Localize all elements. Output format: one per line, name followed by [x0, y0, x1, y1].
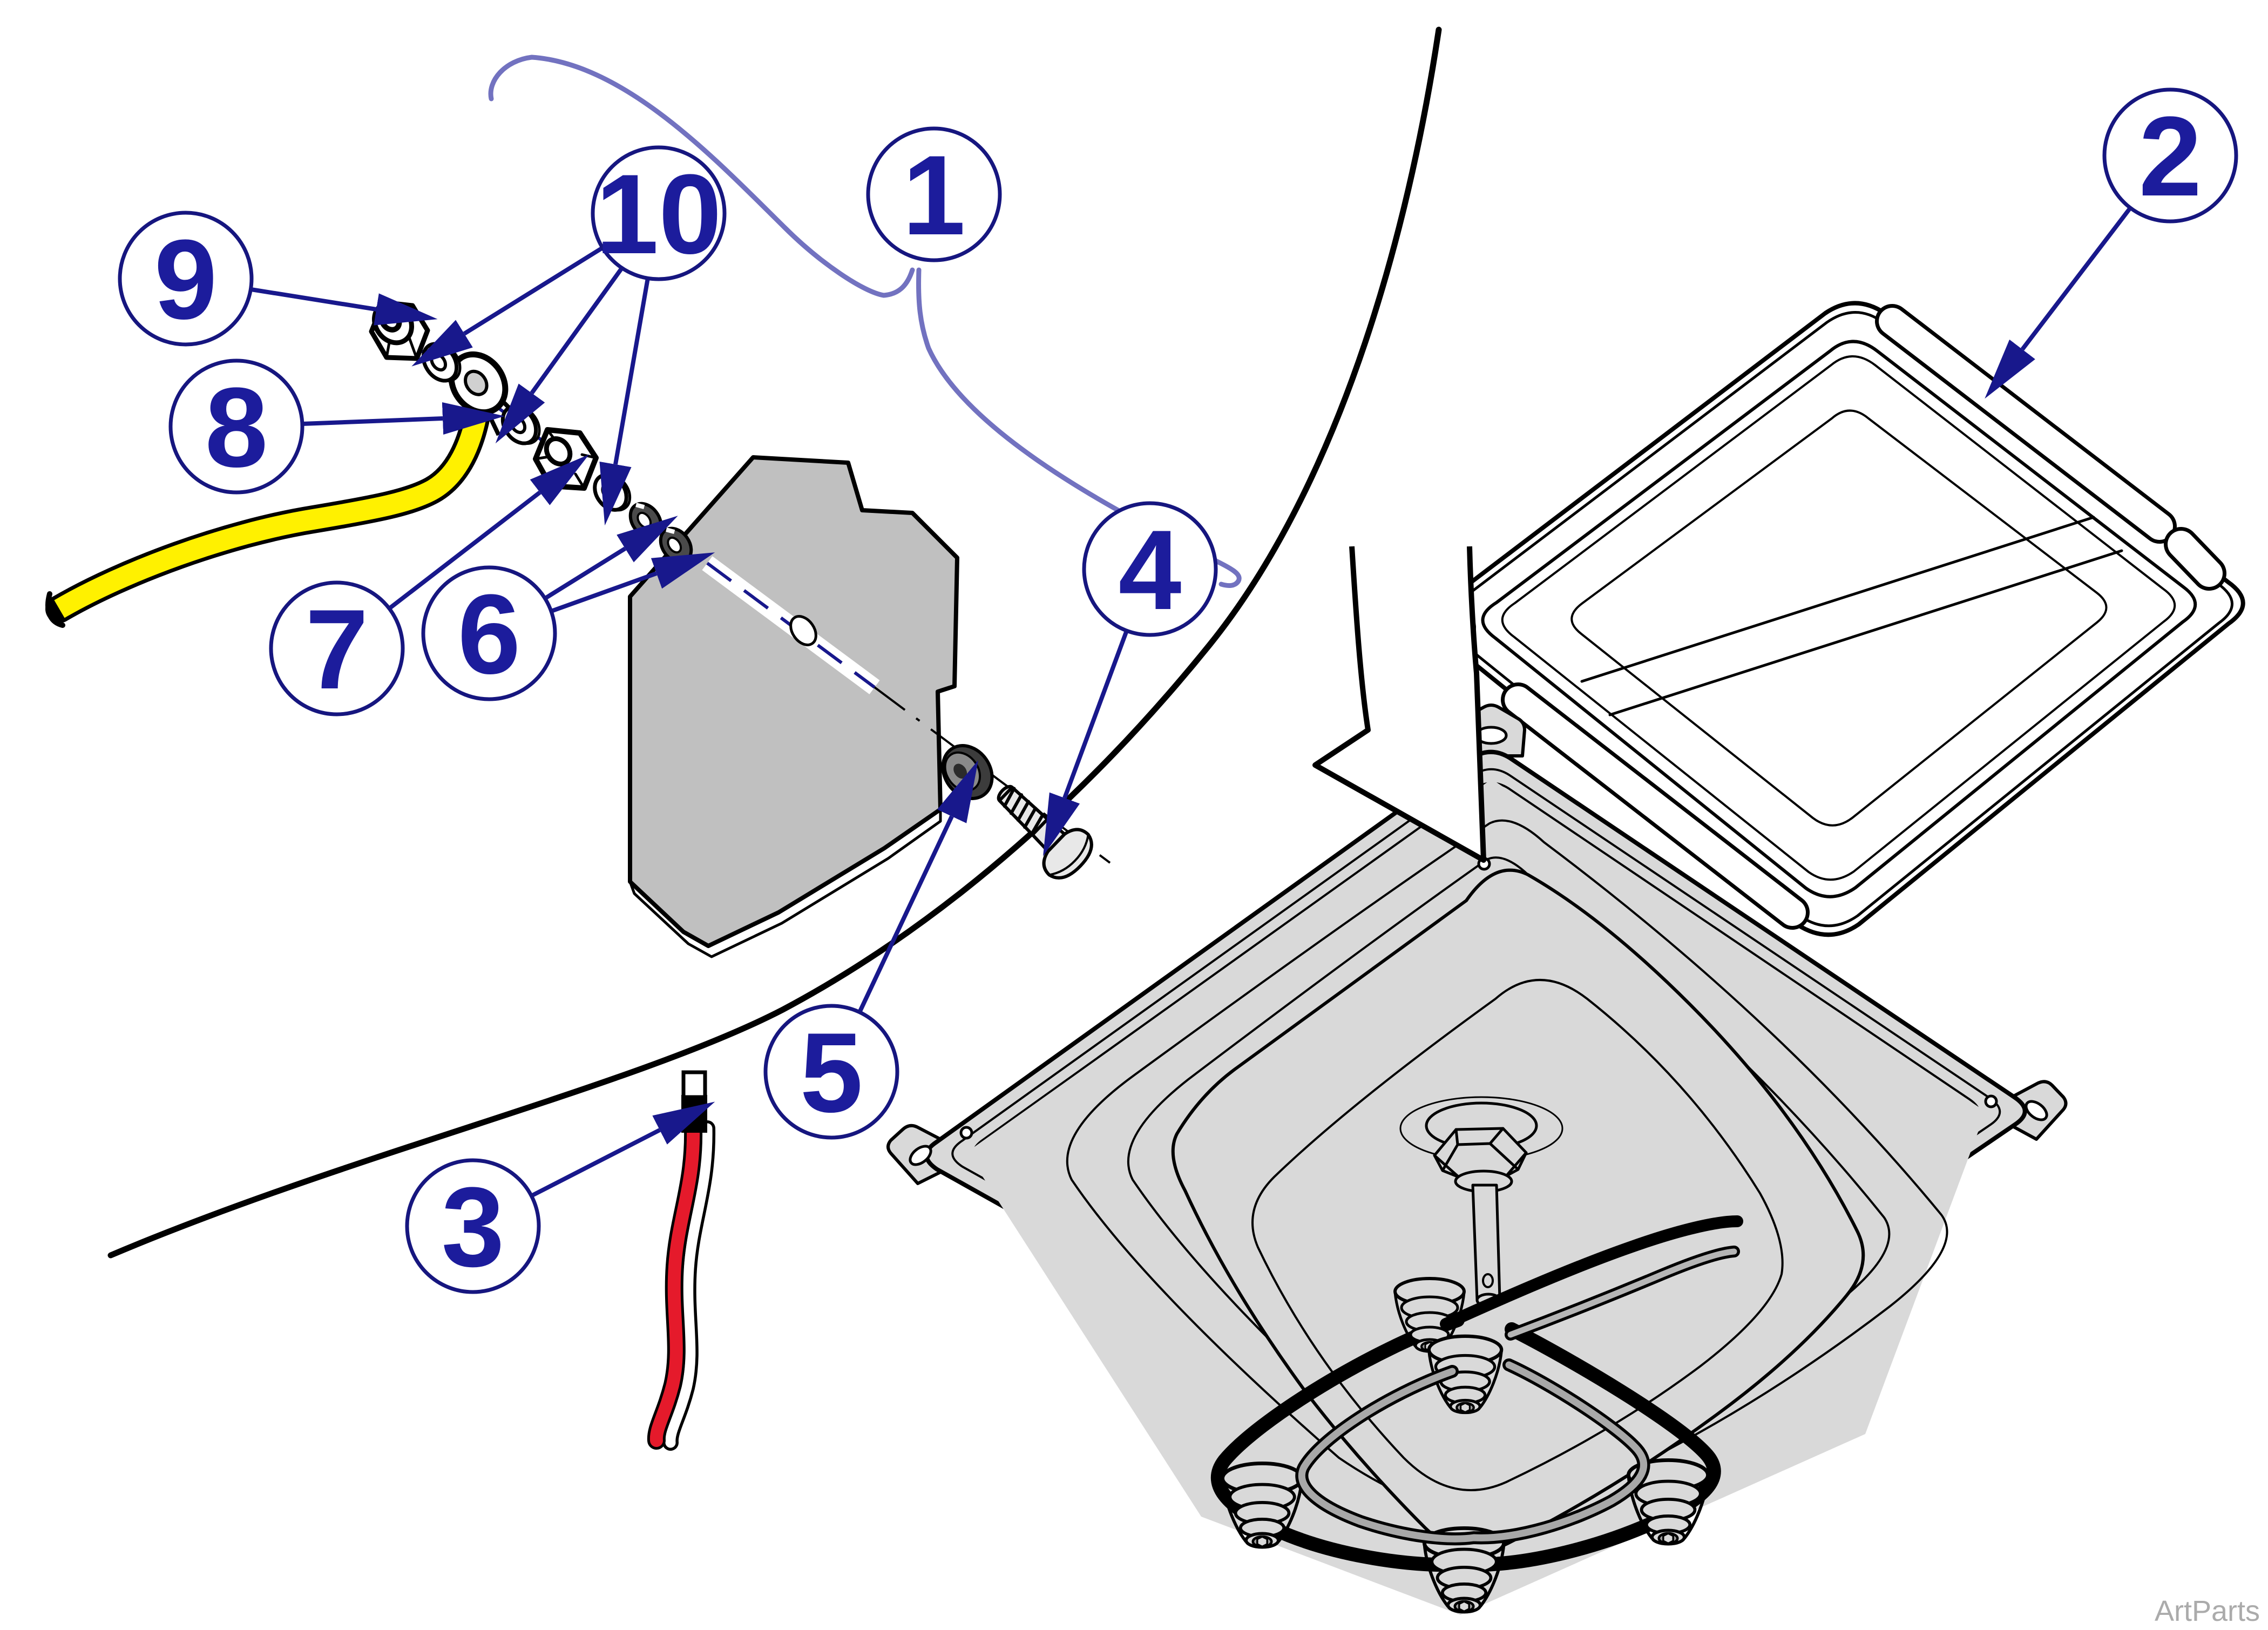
leader-arrow-callout-6 [550, 552, 715, 613]
callout-circle-3 [405, 1158, 541, 1294]
tray-floor-creases [1580, 516, 2123, 716]
callout-circle-8 [168, 359, 304, 495]
callout-circle-4 [1082, 501, 1218, 637]
callout-1: 1 [866, 126, 1002, 262]
leader-arrow-callout-9 [251, 287, 438, 326]
wire-connector-tip [681, 1070, 707, 1099]
callout-circle-1 [866, 126, 1002, 262]
ground-wire-yellow [45, 388, 492, 628]
callout-number-3: 3 [442, 1164, 505, 1290]
tray-opening [1481, 340, 2197, 898]
callout-number-4: 4 [1119, 506, 1182, 633]
callout-8: 8 [168, 359, 304, 495]
leader-arrow-callout-8 [302, 402, 505, 435]
callout-balloons: 1 2 3 4 5 678 9 10 [118, 87, 2238, 1294]
callout-circle-7 [269, 580, 405, 716]
plate-hole [789, 615, 817, 646]
leader-arrow-callout-6 [544, 516, 678, 600]
callout-circle-5 [763, 1004, 899, 1140]
insulator-4 [1626, 1458, 1710, 1546]
leader-arrow-callout-7 [388, 454, 590, 611]
tray-floor [1570, 409, 2108, 827]
locknut [369, 300, 430, 361]
pan-tab-holes [909, 726, 2048, 1166]
leader-arrow-callout-10 [599, 278, 650, 526]
callout-1-bracket-curve [488, 55, 1242, 588]
wire-heatshrink [681, 1095, 707, 1133]
callout-leaders [251, 206, 2132, 1198]
callout-circle-10 [591, 145, 727, 281]
callout-4: 4 [1082, 501, 1218, 637]
callout-10: 10 [591, 145, 727, 281]
callout-number-1: 1 [903, 132, 966, 259]
callout-circle-9 [118, 211, 254, 347]
callout-number-2: 2 [2139, 93, 2202, 220]
flat-washer-2 [500, 404, 541, 445]
insulator-3 [1220, 1461, 1304, 1549]
callout-number-10: 10 [595, 151, 722, 278]
leader-arrow-callout-5 [857, 760, 979, 1013]
callout-number-5: 5 [800, 1009, 863, 1136]
insulator-2 [1427, 1334, 1504, 1415]
grommet [941, 744, 994, 800]
watermark: ArtParts [2155, 1595, 2260, 1627]
callout-2: 2 [2102, 87, 2238, 224]
callout-circle-6 [421, 565, 557, 701]
callout-circle-2 [2102, 87, 2238, 224]
callout-5: 5 [763, 1004, 899, 1140]
callout-number-9: 9 [154, 216, 218, 343]
leader-arrow-callout-2 [1985, 206, 2132, 399]
wire-cut-end [45, 591, 65, 628]
insulator-1 [1393, 1277, 1466, 1353]
leader-arrow-callout-10 [495, 266, 625, 444]
hex-nut [533, 427, 599, 491]
leader-arrow-callout-4 [1043, 630, 1129, 856]
heating-element-inner-run [1295, 1358, 1650, 1546]
leader-arrow-callout-3 [530, 1101, 715, 1198]
power-wire-red [647, 1070, 716, 1451]
callout-number-6: 6 [458, 571, 521, 698]
callout-9: 9 [118, 211, 254, 347]
callout-number-7: 7 [306, 586, 369, 713]
leader-arrow-callout-10 [411, 246, 604, 367]
block-arrow [1312, 546, 1486, 863]
basin-pan [886, 704, 2068, 1615]
callout-number-8: 8 [205, 364, 268, 491]
callout-6: 6 [421, 565, 557, 701]
callout-7: 7 [269, 580, 405, 716]
callout-3: 3 [405, 1158, 541, 1294]
flat-washer-3 [593, 473, 632, 512]
element-lead-wires [1440, 1215, 1743, 1341]
cut-boundary-curve [107, 26, 1442, 1259]
